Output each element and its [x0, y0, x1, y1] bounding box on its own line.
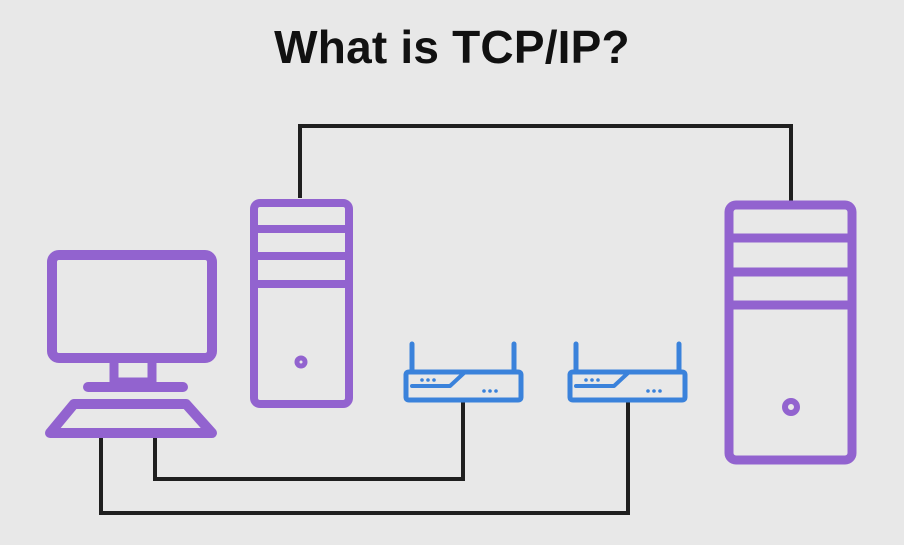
monitor-stand [109, 353, 157, 387]
monitor [47, 250, 217, 363]
connection-lines [99, 124, 793, 515]
router-right-led [590, 378, 594, 382]
server-tower-icon [250, 199, 353, 408]
router-left-port [482, 389, 486, 393]
router-icon [403, 341, 524, 403]
router-right-port [646, 389, 650, 393]
server-large-case [724, 200, 857, 465]
router-right-port [652, 389, 656, 393]
router-right-panel [574, 371, 630, 388]
router-left-led [420, 378, 424, 382]
router-right-body [567, 369, 688, 403]
router-left-body [403, 369, 524, 403]
diagram-title: What is TCP/IP? [274, 21, 630, 73]
router-right-led [596, 378, 600, 382]
router-left-panel [410, 371, 466, 388]
server-small-power-button [294, 355, 308, 369]
router-right-led [584, 378, 588, 382]
link-server-small-to-server-large [298, 124, 793, 202]
server-large-power-button [782, 398, 800, 416]
server-small-case [250, 199, 353, 408]
desktop-computer-icon [45, 250, 217, 438]
keyboard [45, 399, 217, 438]
router-icon [567, 341, 688, 403]
router-right-port [658, 389, 662, 393]
server-tower-icon [724, 200, 857, 465]
router-left-port [494, 389, 498, 393]
router-left-led [426, 378, 430, 382]
link-desktop-to-router-left [153, 401, 465, 481]
router-left-led [432, 378, 436, 382]
router-left-port [488, 389, 492, 393]
link-desktop-to-router-right [99, 401, 630, 515]
